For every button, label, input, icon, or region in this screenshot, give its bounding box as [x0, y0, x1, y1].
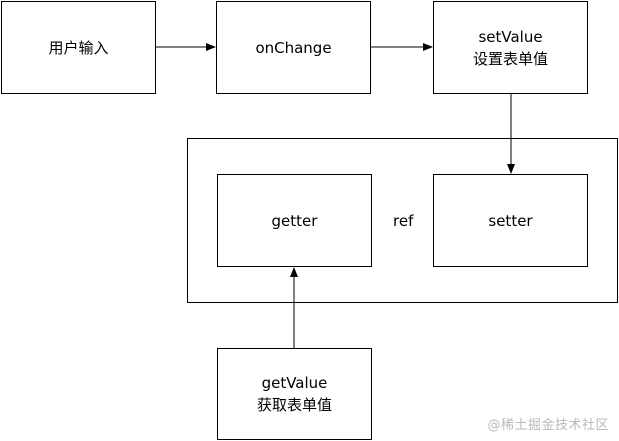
- set-value-node: setValue 设置表单值: [433, 1, 588, 94]
- user-input-label: 用户输入: [48, 38, 109, 57]
- get-value-label: getValue: [261, 374, 328, 392]
- get-value-description: 获取表单值: [256, 396, 332, 414]
- watermark: @稀土掘金技术社区: [487, 418, 609, 433]
- setter-label: setter: [488, 211, 533, 230]
- get-value-node: getValue 获取表单值: [217, 348, 372, 440]
- set-value-label: setValue: [478, 27, 543, 46]
- setter-node: setter: [433, 174, 588, 267]
- ref-label: ref: [393, 212, 414, 230]
- getter-label: getter: [271, 211, 318, 230]
- on-change-node: onChange: [216, 1, 371, 94]
- getter-node: getter: [217, 174, 372, 267]
- user-input-node: 用户输入: [1, 1, 156, 94]
- set-value-description: 设置表单值: [472, 49, 548, 68]
- on-change-label: onChange: [255, 38, 332, 57]
